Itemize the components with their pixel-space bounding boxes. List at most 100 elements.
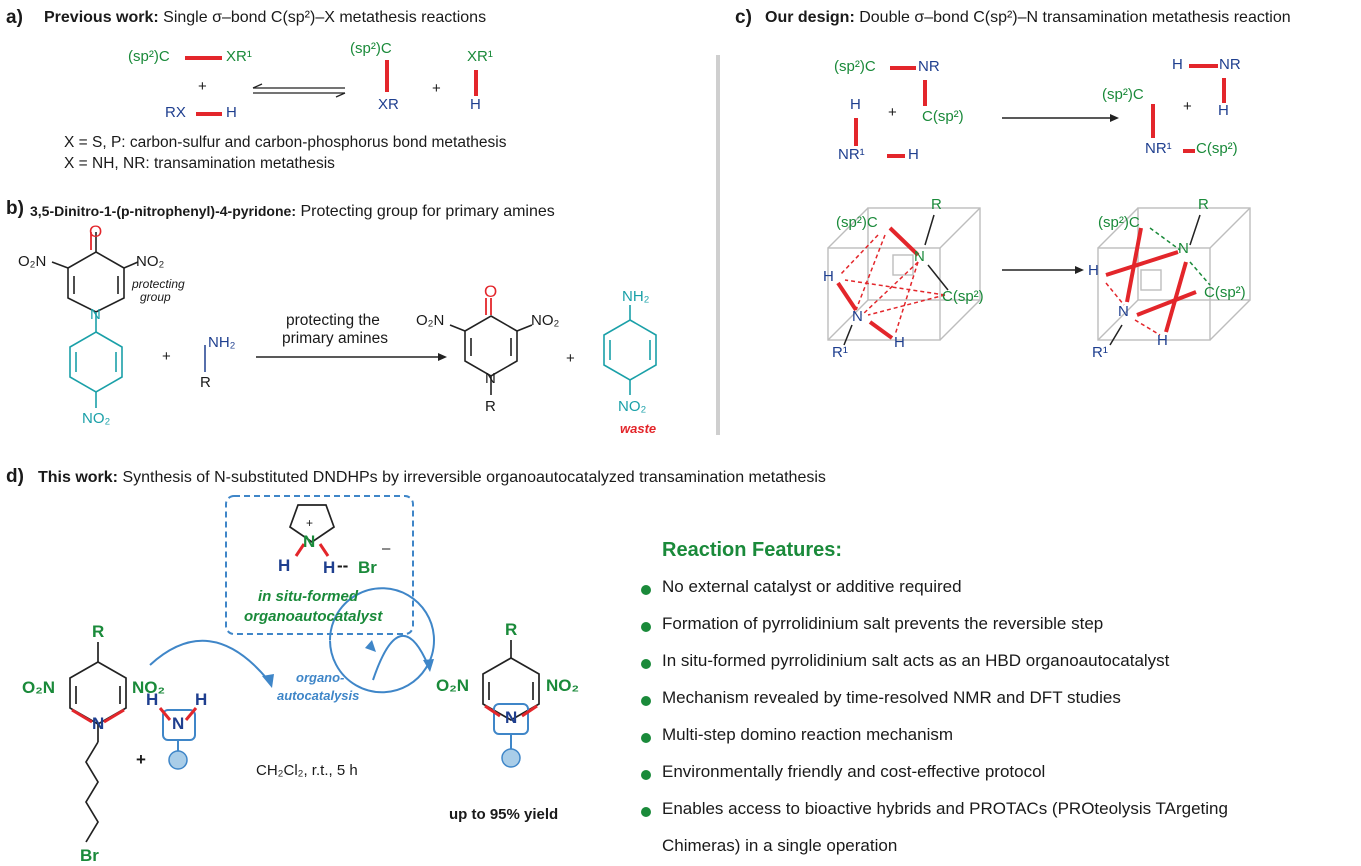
b-no2-product: NO₂: [531, 312, 560, 329]
b-group: group: [140, 290, 171, 304]
feature-bullet: [641, 696, 651, 706]
c-h-2: H: [908, 146, 919, 163]
c-cube-h1: H: [823, 268, 834, 285]
c-cube2-n2: N: [1118, 303, 1129, 320]
b-n: N: [90, 306, 101, 323]
feature-bullet: [641, 622, 651, 632]
sm-br: Br: [80, 846, 99, 865]
feature-item: Environmentally friendly and cost-effect…: [662, 762, 1046, 781]
feature-bullet: [641, 807, 651, 817]
c-cube-r1: R¹: [832, 344, 848, 361]
panel-c-title-bold: Our design:: [765, 9, 855, 26]
b-arrow-label-1: protecting the: [286, 312, 380, 329]
c-csp2-2: C(sp²): [1196, 140, 1238, 157]
b-o: O: [89, 222, 103, 241]
features-title: Reaction Features:: [662, 539, 843, 561]
b-r-product: R: [485, 398, 496, 415]
panel-d-title-rest: Synthesis of N-substituted DNDHPs by irr…: [118, 469, 826, 486]
c-cube2-r1: R¹: [1092, 344, 1108, 361]
c-cube-r: R: [931, 196, 942, 213]
cat-plus: +: [306, 516, 314, 530]
b-arrow-label-2: primary amines: [282, 330, 388, 347]
b-n-product: N: [485, 370, 496, 387]
c-csp2-1: C(sp²): [922, 108, 964, 125]
feature-item: Formation of pyrrolidinium salt prevents…: [662, 614, 1104, 633]
yield-label: up to 95% yield: [449, 806, 559, 823]
cat-h1: H: [278, 556, 291, 575]
c-sp2c-2: (sp²)C: [1102, 86, 1144, 103]
b-nh2-waste: NH₂: [622, 288, 650, 305]
c-h-1: H: [850, 96, 861, 113]
panel-d-title: This work: Synthesis of N-substituted DN…: [38, 469, 826, 487]
a-xr1-2: XR¹: [467, 48, 493, 65]
c-nr1-1: NR¹: [838, 146, 865, 163]
a-xr1-1: XR¹: [226, 48, 252, 65]
amine-h2: H: [195, 690, 208, 709]
c-cube2-sp2c: (sp²)C: [1098, 214, 1140, 231]
c-cube2-r: R: [1198, 196, 1209, 213]
c-h-4: H: [1218, 102, 1229, 119]
cat-label-1: in situ-formed: [258, 588, 358, 605]
b-o2n: O₂N: [18, 253, 47, 270]
prod-n: N: [505, 708, 518, 727]
feature-item: No external catalyst or additive require…: [662, 577, 962, 596]
sm-no2: NO₂: [132, 678, 166, 697]
b-no2-bottom: NO₂: [82, 410, 111, 427]
b-o-product: O: [484, 282, 498, 301]
b-protecting: protecting: [132, 277, 185, 291]
a-h-2: H: [470, 96, 481, 113]
panel-c-label: c): [735, 7, 752, 28]
feature-bullet: [641, 733, 651, 743]
b-no2: NO₂: [136, 253, 165, 270]
feature-bullet: [641, 770, 651, 780]
reaction-conditions: CH₂Cl₂, r.t., 5 h: [256, 762, 358, 779]
c-cube2-csp2: C(sp²): [1204, 284, 1246, 301]
b-r: R: [200, 374, 211, 391]
prod-o2n: O₂N: [436, 676, 470, 695]
panel-a-title-bold: Previous work:: [44, 9, 159, 26]
prod-no2: NO₂: [546, 676, 580, 695]
feature-item: Multi-step domino reaction mechanism: [662, 725, 954, 744]
panel-b-label: b): [6, 198, 24, 219]
b-plus: +: [162, 348, 171, 365]
feature-item: Enables access to bioactive hybrids and …: [662, 799, 1228, 818]
cat-label-2: organoautocatalyst: [244, 608, 383, 625]
b-plus-2: +: [566, 350, 575, 367]
c-cube2-h2: H: [1157, 332, 1168, 349]
panel-b-title-rest: Protecting group for primary amines: [296, 203, 555, 220]
cat-br: Br: [358, 558, 377, 577]
b-nh2: NH₂: [208, 334, 236, 351]
panel-a-note-2: X = NH, NR: transamination metathesis: [64, 155, 335, 172]
c-cube-n2: N: [852, 308, 863, 325]
feature-item: Mechanism revealed by time-resolved NMR …: [662, 688, 1121, 707]
panel-c-title-rest: Double σ–bond C(sp²)–N transamination me…: [854, 9, 1291, 26]
sm-r: R: [92, 622, 105, 641]
panel-a-label: a): [6, 7, 23, 28]
c-cube-csp2: C(sp²): [942, 288, 984, 305]
panel-b-title-bold: 3,5-Dinitro-1-(p-nitrophenyl)-4-pyridone…: [30, 203, 296, 219]
a-sp2c-1: (sp²)C: [128, 48, 170, 65]
a-h-1: H: [226, 104, 237, 121]
cycle-label-2: autocatalysis: [277, 688, 360, 703]
panel-a-title: Previous work: Single σ–bond C(sp²)–X me…: [44, 9, 486, 27]
a-plus-1: +: [198, 78, 207, 95]
panel-a-title-rest: Single σ–bond C(sp²)–X metathesis reacti…: [158, 9, 487, 26]
a-sp2c-2: (sp²)C: [350, 40, 392, 57]
c-h-3: H: [1172, 56, 1183, 73]
panel-a-note-1: X = S, P: carbon-sulfur and carbon-phosp…: [64, 134, 507, 151]
feature-bullet: [641, 659, 651, 669]
feature-item: Chimeras) in a single operation: [662, 836, 898, 855]
amine-h1: H: [146, 690, 159, 709]
c-nr-1: NR: [918, 58, 940, 75]
cat-minus: –: [382, 540, 391, 557]
b-o2n-product: O₂N: [416, 312, 445, 329]
c-nr1-2: NR¹: [1145, 140, 1172, 157]
c-plus-1: +: [888, 104, 897, 121]
b-no2-waste: NO₂: [618, 398, 647, 415]
amine-plus: +: [136, 750, 146, 769]
c-cube2-n: N: [1178, 240, 1189, 257]
c-cube-sp2c: (sp²)C: [836, 214, 878, 231]
cat-h2: H: [323, 558, 336, 577]
b-waste-label: waste: [620, 421, 657, 436]
